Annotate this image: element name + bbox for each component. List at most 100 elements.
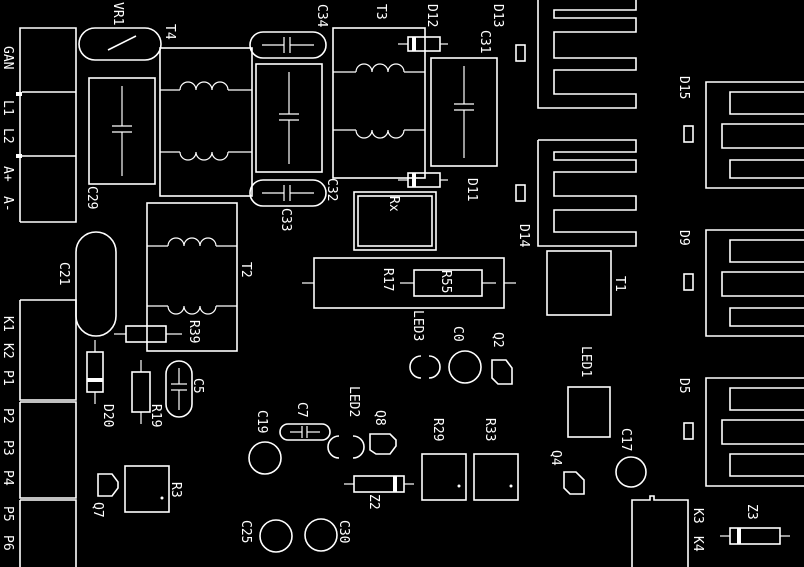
label-p3: P3	[0, 440, 15, 456]
label-r55: R55	[438, 270, 453, 293]
transformer-t3	[332, 27, 426, 179]
label-k2: K2	[0, 343, 15, 359]
label-t1: T1	[612, 276, 627, 292]
transformer-t4	[159, 47, 253, 197]
led-led2	[327, 435, 365, 459]
label-l1: L1	[0, 100, 15, 116]
label-t4: T4	[162, 24, 177, 40]
label-k4: K4	[690, 536, 705, 552]
capacitor-c33	[255, 63, 323, 173]
transistor-q7	[97, 473, 119, 497]
varistor-vr1	[78, 27, 162, 61]
transistor-q4	[563, 471, 585, 495]
label-z3: Z3	[744, 504, 759, 520]
resistor-r17	[302, 257, 516, 309]
label-r33: R33	[482, 418, 497, 441]
label-c33: C33	[278, 208, 293, 231]
label-c30: C30	[336, 520, 351, 543]
transistor-q8	[369, 433, 397, 455]
label-p1: P1	[0, 370, 15, 386]
label-r39: R39	[186, 320, 201, 343]
diode-d11	[398, 172, 448, 188]
heatsink-top	[537, 0, 637, 109]
capacitor-c5	[165, 360, 193, 418]
label-c32: C32	[324, 178, 339, 201]
resistor-r39	[114, 325, 182, 343]
pad-d5	[683, 422, 694, 440]
heatsink-d5	[705, 377, 804, 487]
label-c0: C0	[450, 326, 465, 342]
label-c19: C19	[254, 410, 269, 433]
label-c31: C31	[477, 30, 492, 53]
label-k1: K1	[0, 316, 15, 332]
label-t2: T2	[238, 262, 253, 278]
label-d14: D14	[516, 224, 531, 248]
resistor-r19	[131, 360, 151, 424]
resistor-r55	[400, 269, 496, 297]
label-vr1: VR1	[110, 2, 125, 25]
label-rx: Rx	[386, 196, 401, 212]
capacitor-c32	[249, 179, 327, 207]
capacitor-c0	[448, 350, 482, 384]
label-a-plus: A+	[0, 166, 15, 182]
label-k3: K3	[690, 508, 705, 524]
label-r19: R19	[148, 404, 163, 427]
label-l2: L2	[0, 128, 15, 144]
terminal-block-p2-p4	[19, 401, 77, 499]
label-p6: P6	[0, 535, 15, 551]
capacitor-c25	[259, 519, 293, 553]
label-d9: D9	[676, 230, 691, 246]
label-c25: C25	[238, 520, 253, 543]
label-d11: D11	[464, 178, 479, 201]
capacitor-c7	[279, 423, 331, 441]
label-gan: GAN	[0, 46, 15, 69]
led-led3	[409, 355, 441, 379]
capacitor-c29	[88, 77, 156, 185]
capacitor-c19	[248, 441, 282, 475]
terminal-block-k3-k4	[631, 495, 689, 567]
capacitor-c30	[304, 518, 338, 552]
terminal-block-p5-p6	[19, 499, 77, 567]
label-d20: D20	[100, 404, 115, 427]
label-d5: D5	[676, 378, 691, 394]
label-p2: P2	[0, 408, 15, 424]
label-z2: Z2	[366, 494, 381, 510]
transformer-t1	[546, 250, 612, 316]
pad-d13	[515, 44, 526, 62]
label-c29: C29	[84, 186, 99, 209]
capacitor-c34	[249, 31, 327, 59]
label-r17: R17	[380, 268, 395, 291]
label-c7: C7	[294, 402, 309, 418]
label-p5: P5	[0, 506, 15, 522]
label-c21: C21	[56, 262, 71, 285]
label-d13: D13	[490, 4, 505, 27]
heatsink-mid	[537, 139, 637, 247]
label-led1: LED1	[578, 346, 593, 377]
label-led2: LED2	[346, 386, 361, 417]
label-r3: R3	[168, 482, 183, 498]
label-q7: Q7	[90, 502, 105, 518]
label-t3: T3	[373, 4, 388, 20]
label-d15: D15	[676, 76, 691, 99]
label-d12: D12	[424, 4, 439, 27]
resistor-rx	[353, 191, 437, 251]
terminal-block-k1-p1	[19, 299, 77, 401]
label-p4: P4	[0, 470, 15, 486]
label-q2: Q2	[490, 332, 505, 348]
label-c34: C34	[314, 4, 329, 28]
label-q4: Q4	[548, 450, 563, 466]
pad-d15	[683, 125, 694, 143]
transistor-q2	[491, 359, 513, 385]
resistor-r29	[421, 453, 467, 501]
label-a-minus: A-	[0, 196, 15, 212]
label-r29: R29	[430, 418, 445, 441]
zener-z3	[720, 527, 790, 545]
led-led1	[567, 386, 611, 438]
transformer-t2	[146, 202, 238, 352]
diode-d12	[398, 36, 448, 52]
resistor-r3	[124, 465, 170, 513]
label-c17: C17	[618, 428, 633, 451]
terminal-block-mains	[16, 27, 77, 223]
capacitor-c17	[615, 456, 647, 488]
